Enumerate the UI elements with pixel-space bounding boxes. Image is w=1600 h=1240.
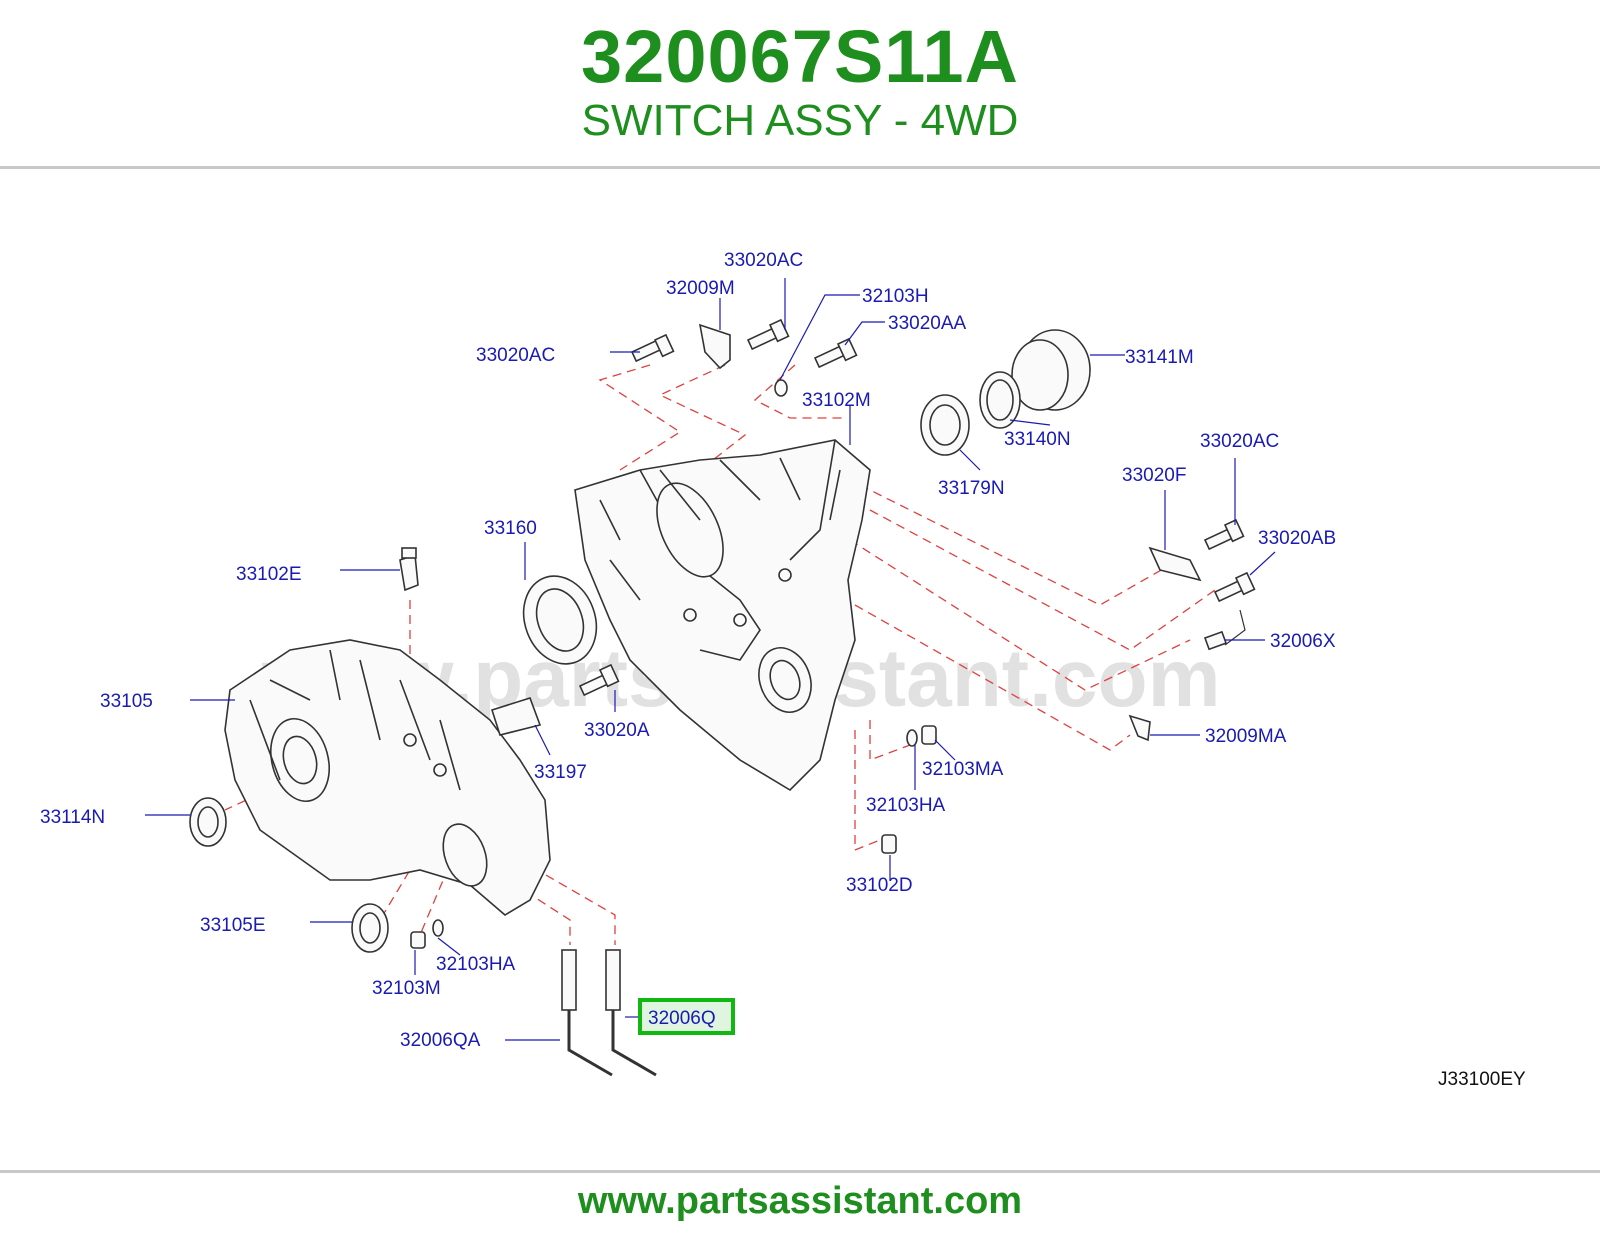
part-label[interactable]: 33141M bbox=[1125, 347, 1194, 368]
bracket-32009m bbox=[698, 323, 731, 370]
part-label-highlighted[interactable]: 32006Q bbox=[648, 1008, 716, 1029]
part-label[interactable]: 33020A bbox=[584, 720, 650, 741]
part-label[interactable]: 33160 bbox=[484, 518, 537, 539]
bracket-32009ma bbox=[1128, 714, 1151, 742]
highlight-box bbox=[638, 998, 735, 1035]
bolt-33020a bbox=[578, 663, 620, 697]
part-label[interactable]: 33020AA bbox=[888, 313, 967, 334]
part-label[interactable]: 33179N bbox=[938, 478, 1005, 499]
plug-32103m bbox=[410, 931, 426, 949]
vent-33102e bbox=[399, 547, 419, 592]
bolt-33020ac-top bbox=[746, 318, 790, 351]
part-label[interactable]: 32009MA bbox=[1205, 726, 1287, 747]
oring-32103ma bbox=[906, 725, 937, 747]
part-label[interactable]: 33020AB bbox=[1258, 528, 1336, 549]
header-divider bbox=[0, 166, 1600, 169]
part-label[interactable]: 33020AC bbox=[1200, 431, 1279, 452]
part-label[interactable]: 32009M bbox=[666, 278, 735, 299]
part-label[interactable]: 32103H bbox=[862, 286, 929, 307]
switch-32006q bbox=[605, 949, 657, 1077]
transfer-case-front-housing bbox=[224, 639, 551, 916]
bolt-33020ab bbox=[1213, 571, 1256, 603]
bracket-33020f bbox=[1148, 546, 1202, 582]
part-label[interactable]: 33020F bbox=[1122, 465, 1186, 486]
bolt-33020aa bbox=[813, 337, 858, 369]
part-labels: 33020AC 32009M 32103H 33020AA 33020AC 33… bbox=[40, 250, 1336, 1051]
part-label[interactable]: 33197 bbox=[534, 762, 587, 783]
part-number-title: 320067S11A bbox=[581, 15, 1019, 98]
gasket-33160 bbox=[522, 575, 598, 665]
small-parts bbox=[189, 318, 1256, 1077]
part-label[interactable]: 33105E bbox=[200, 915, 266, 936]
part-label[interactable]: 32006X bbox=[1270, 631, 1336, 652]
part-label[interactable]: 33102M bbox=[802, 390, 871, 411]
part-label[interactable]: 32103HA bbox=[436, 954, 516, 975]
oring-32103h bbox=[774, 379, 788, 397]
plate-33197 bbox=[490, 697, 542, 736]
footer-divider bbox=[0, 1170, 1600, 1173]
oring-32103ha-left bbox=[432, 919, 444, 937]
part-label[interactable]: 33020AC bbox=[476, 345, 555, 366]
footer-url[interactable]: www.partsassistant.com bbox=[577, 1180, 1023, 1222]
part-label[interactable]: 33140N bbox=[1004, 429, 1071, 450]
part-label[interactable]: 33102D bbox=[846, 875, 913, 896]
switch-32006qa bbox=[561, 949, 613, 1077]
diagram-reference-code: J33100EY bbox=[1438, 1069, 1526, 1090]
part-name-subtitle: SWITCH ASSY - 4WD bbox=[581, 96, 1019, 145]
leader-lines bbox=[145, 278, 1276, 1041]
part-label[interactable]: 33114N bbox=[40, 807, 105, 828]
sensor-32006x bbox=[1203, 609, 1246, 651]
part-label[interactable]: 32103MA bbox=[922, 759, 1004, 780]
part-label[interactable]: 32103HA bbox=[866, 795, 946, 816]
seal-33114n bbox=[189, 797, 227, 847]
seal-33179n bbox=[920, 394, 970, 456]
part-label[interactable]: 33020AC bbox=[724, 250, 803, 271]
parts-diagram: www.partsassistant.com bbox=[40, 250, 1526, 1090]
part-label[interactable]: 32103M bbox=[372, 978, 441, 999]
bolt-33020ac-right bbox=[1203, 518, 1245, 551]
plug-33102d bbox=[881, 834, 897, 854]
part-label[interactable]: 33102E bbox=[236, 564, 302, 585]
assembly-dashed-lines bbox=[224, 364, 1216, 945]
part-label[interactable]: 32006QA bbox=[400, 1030, 481, 1051]
bolt-33020ac-left bbox=[630, 333, 675, 363]
part-label[interactable]: 33105 bbox=[100, 691, 153, 712]
seal-33105e bbox=[351, 903, 389, 953]
seal-33140n bbox=[979, 371, 1021, 429]
boot-33141m bbox=[1011, 329, 1091, 411]
transfer-case-rear-housing bbox=[574, 439, 871, 792]
